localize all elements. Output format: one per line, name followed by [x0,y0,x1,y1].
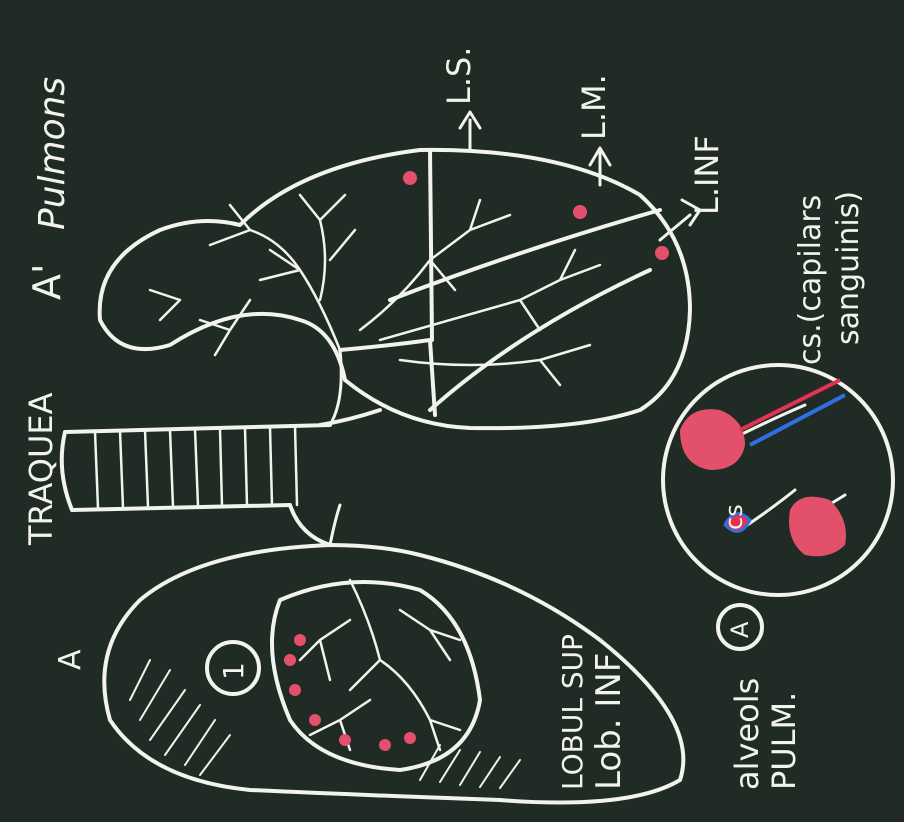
label-circle-a: A [726,621,754,638]
label-linf: L.INF [688,135,726,215]
label-arrow-a: A [53,649,88,670]
label-lobul-sup: LOBUL SUP [556,634,589,790]
title-trachea: TRAQUEA [22,392,60,546]
label-cs-full-1: cs.(capilars [793,195,828,365]
label-alveols-1: alveols [728,678,766,790]
title-a: A' [25,264,69,300]
right-lung [100,112,700,428]
title-lungs: Pulmons [32,77,73,230]
label-lm: L.M. [575,74,613,140]
label-circle-one: 1 [217,662,250,680]
labels: TRAQUEA A' Pulmons L.S. L.M. L.INF cs.(c… [22,47,866,790]
label-cs-full-2: sanguinis) [831,191,866,345]
trachea [62,350,380,545]
alveoli-magnification [663,365,893,595]
label-cs-short: cs [720,504,748,530]
label-ls: L.S. [440,47,478,105]
label-alveols-2: PULM. [765,692,803,790]
label-lob-inf: Lob. INF [589,653,629,790]
alveoli-clusters [680,409,846,556]
